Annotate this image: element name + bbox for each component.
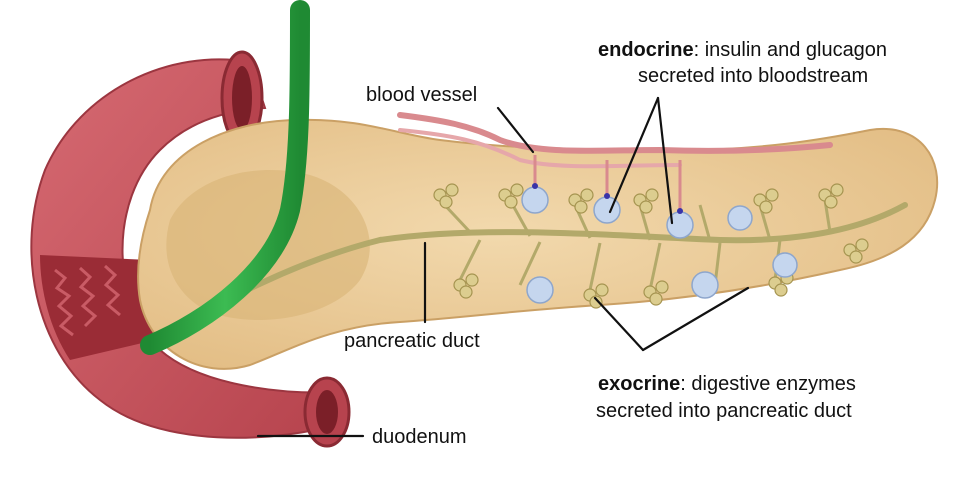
label-endocrine: endocrine: insulin and glucagon xyxy=(598,39,887,61)
label-exocrine-term: exocrine xyxy=(598,373,680,395)
label-endocrine-line2: secreted into bloodstream xyxy=(638,65,868,87)
label-exocrine-rest: : digestive enzymes xyxy=(680,373,856,395)
label-endocrine-term: endocrine xyxy=(598,39,694,61)
label-pancreatic-duct: pancreatic duct xyxy=(344,330,480,352)
label-exocrine: exocrine: digestive enzymes xyxy=(598,373,856,395)
label-endocrine-rest: : insulin and glucagon xyxy=(694,39,887,61)
exocrine-leader-left xyxy=(595,298,643,350)
label-blood-vessel: blood vessel xyxy=(366,84,477,106)
label-exocrine-line2: secreted into pancreatic duct xyxy=(596,400,852,422)
label-duodenum: duodenum xyxy=(372,426,467,448)
